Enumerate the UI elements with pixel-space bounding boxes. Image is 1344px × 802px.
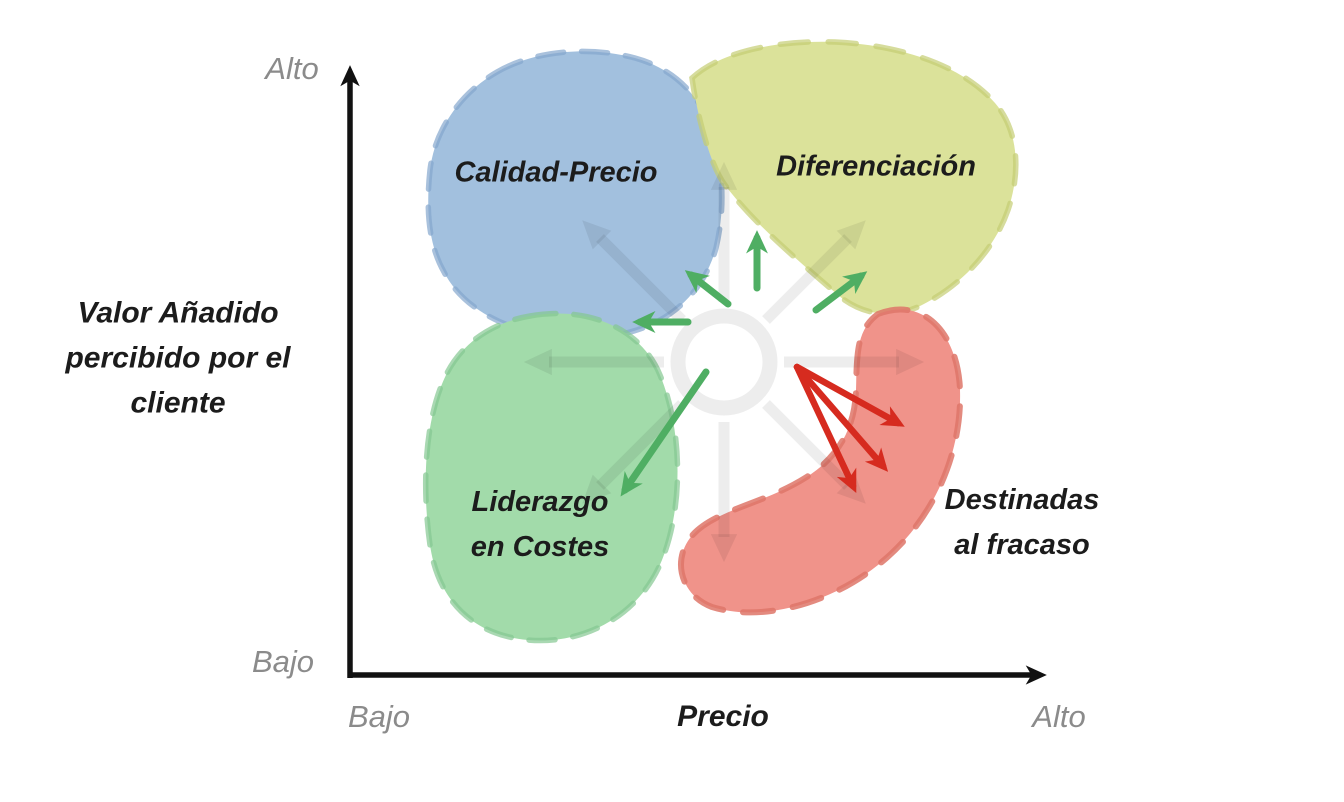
green-arrows [620, 230, 868, 497]
label-destinadas-line1: Destinadas [944, 484, 1100, 517]
label-diferenciacion: Diferenciación [776, 150, 976, 183]
wheel-spoke-nw [582, 220, 686, 324]
y-axis-title: Valor Añadido percibido por el cliente [48, 291, 308, 426]
red-arrow-3 [793, 363, 857, 493]
green-arrow-up-right [812, 271, 868, 314]
label-destinadas-al-fracaso: Destinadas al fracaso [945, 478, 1100, 568]
center-wheel [523, 161, 925, 563]
region-calidad-precio [425, 48, 725, 342]
red-arrow-1 [793, 363, 905, 427]
green-arrow-down-left [620, 368, 710, 497]
wheel-ring [670, 308, 778, 416]
region-diferenciacion [689, 39, 1019, 317]
region-liderazgo-en-costes [422, 310, 681, 644]
label-liderazgo-line2: en Costes [470, 531, 610, 563]
label-calidad-precio: Calidad-Precio [454, 156, 658, 189]
x-axis-low-label: Bajo [347, 698, 411, 734]
label-liderazgo-line1: Liderazgo [471, 486, 609, 519]
y-axis-title-line2: percibido por el [65, 341, 291, 375]
y-axis-title-line3: cliente [130, 386, 226, 420]
wheel-spoke-se [762, 400, 866, 504]
y-axis-title-line1: Valor Añadido [77, 296, 279, 330]
wheel-spoke-sw [582, 400, 686, 504]
x-axis-high-label: Alto [1032, 698, 1086, 734]
green-arrow-up-left [684, 270, 732, 308]
label-destinadas-line2: al fracaso [954, 529, 1090, 561]
red-arrow-2 [793, 363, 889, 472]
wheel-spoke-ne [762, 220, 866, 324]
y-axis-low-label: Bajo [251, 643, 315, 679]
x-axis-title: Precio [677, 699, 769, 733]
label-liderazgo-en-costes: Liderazgo en Costes [471, 480, 610, 570]
y-axis-high-label: Alto [265, 50, 319, 86]
red-arrows [793, 363, 905, 493]
